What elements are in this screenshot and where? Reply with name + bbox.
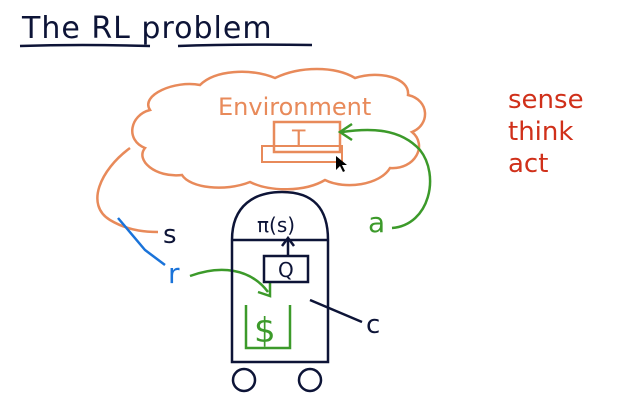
q-box: [262, 254, 310, 284]
wheel-left: [231, 367, 257, 393]
state-label: s: [163, 220, 177, 250]
q-label: Q: [278, 258, 294, 282]
environment-label: Environment: [218, 93, 371, 121]
q-to-policy-arrow-head: [281, 235, 295, 247]
loop-word-think: think: [508, 117, 573, 147]
reward-line: [117, 217, 166, 266]
title: The RL problem: [21, 11, 273, 46]
mouse-cursor-icon: [336, 156, 347, 172]
transition-box: [272, 120, 342, 154]
loop-word-act: act: [508, 149, 548, 179]
reward-symbol: $: [254, 311, 276, 351]
environment-cloud: [131, 67, 427, 191]
action-label: a: [368, 206, 385, 239]
transition-box-shadow: [261, 145, 343, 163]
title-underline-2: [177, 43, 313, 48]
transition-label: T: [291, 127, 306, 152]
title-underline-1: [19, 43, 151, 48]
reward-bin: [244, 305, 292, 350]
agent-body: [230, 190, 330, 364]
agent-arm: [309, 298, 363, 324]
loop-word-sense: sense: [508, 85, 584, 115]
state-arc: [96, 146, 159, 234]
action-arrow-head: [337, 122, 353, 142]
action-arc: [341, 128, 432, 230]
reward-arrow: [189, 268, 269, 293]
reward-label: r: [168, 257, 180, 290]
wheel-right: [297, 367, 323, 393]
c-label: c: [366, 310, 380, 340]
policy-label: π(s): [257, 213, 295, 237]
reward-arrow-head: [257, 283, 272, 298]
